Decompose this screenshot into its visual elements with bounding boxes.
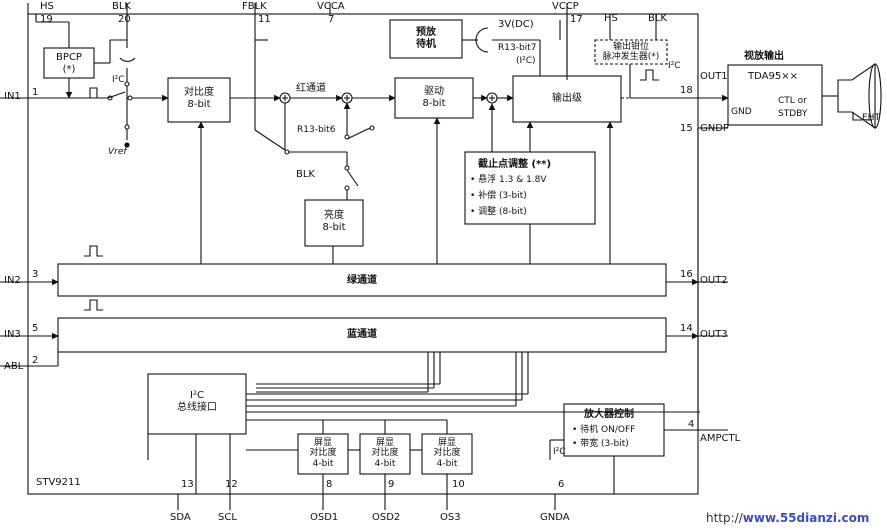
cutoff-item-2: • 补偿 (3-bit) xyxy=(470,191,527,201)
dc3v-label: 3V(DC) xyxy=(498,19,534,30)
pin-15-number: 15 xyxy=(680,123,693,134)
red-channel-label: 红通道 xyxy=(296,83,326,94)
clamp-label: 输出钳位脉冲发生器(*) xyxy=(602,42,660,63)
ctl-label: CTL or xyxy=(778,96,807,106)
pin-gndp-label: GNDP xyxy=(700,123,729,134)
pin-13-number: 13 xyxy=(181,479,194,490)
i2c-label-3: (I²C) xyxy=(516,56,536,66)
i2c-block xyxy=(147,373,247,435)
vref-label: Vref xyxy=(108,147,127,157)
standby-block xyxy=(389,19,463,59)
hs2-label: HS xyxy=(604,13,618,24)
i2c-label-1: I²C xyxy=(112,75,125,85)
r13-bit7-label: R13-bit7 xyxy=(498,43,537,53)
i2c-label-4: I²C xyxy=(553,447,566,457)
pin-19-number: 19 xyxy=(40,14,53,25)
tda-amplifier-block xyxy=(727,64,823,126)
brightness-block xyxy=(304,199,364,247)
pin-gnda-label: GNDA xyxy=(540,512,570,523)
pin-9-number: 9 xyxy=(388,479,395,490)
pin-scl-label: SCL xyxy=(218,512,237,523)
site-watermark: http://www.55dianzi.com xyxy=(706,511,870,525)
gnd-label: GND xyxy=(731,107,752,117)
pin-5-number: 5 xyxy=(32,323,39,334)
pin-fblk-label: FBLK xyxy=(242,1,267,12)
pin-11-number: 11 xyxy=(258,14,271,25)
pin-1-number: 1 xyxy=(32,87,39,98)
pin-17-number: 17 xyxy=(570,14,583,25)
pin-in2-label: IN2 xyxy=(4,275,21,286)
blk2-label: BLK xyxy=(648,13,667,24)
amp-control-item-1: • 待机 ON/OFF xyxy=(572,425,636,435)
pin-out1-label: OUT1 xyxy=(700,71,728,82)
cutoff-item-1: • 悬浮 1.3 & 1.8V xyxy=(470,175,547,185)
pin-18-number: 18 xyxy=(680,85,693,96)
pin-hs-label: HS xyxy=(40,1,54,12)
pin-3-number: 3 xyxy=(32,269,39,280)
pin-10-number: 10 xyxy=(452,479,465,490)
green-channel-label: 绿通道 xyxy=(347,275,377,286)
cutoff-item-3: • 调整 (8-bit) xyxy=(470,207,527,217)
eht-label: EHT xyxy=(862,113,880,123)
pin-ampctl-label: AMPCTL xyxy=(700,433,741,444)
pin-14-number: 14 xyxy=(680,323,693,334)
r13-bit6-label: R13-bit6 xyxy=(297,125,336,135)
pin-2-number: 2 xyxy=(32,355,39,366)
pin-in3-label: IN3 xyxy=(4,329,21,340)
blk-mid-label: BLK xyxy=(296,169,315,180)
pin-osd2-label: OSD2 xyxy=(372,512,401,523)
stdby-label: STDBY xyxy=(778,109,808,119)
pin-abl-label: ABL xyxy=(4,361,24,372)
output-stage-label: 输出级 xyxy=(552,93,582,104)
pin-vccp-label: VCCP xyxy=(552,1,579,12)
amp-control-title: 放大器控制 xyxy=(584,409,634,420)
tda-label: TDA95×× xyxy=(748,71,798,82)
pin-8-number: 8 xyxy=(326,479,333,490)
i2c-label-2: I²C xyxy=(668,61,681,71)
blue-channel-label: 蓝通道 xyxy=(347,329,377,340)
cutoff-title: 截止点调整 (**) xyxy=(478,159,552,170)
standby-label: 预放待机 xyxy=(416,27,436,50)
chip-name: STV9211 xyxy=(36,477,81,488)
pin-7-number: 7 xyxy=(328,14,335,25)
amp-control-item-2: • 带宽 (3-bit) xyxy=(572,439,629,449)
bpcp-label: BPCP(*) xyxy=(56,52,82,75)
pin-in1-label: IN1 xyxy=(4,91,21,102)
pin-blk-label: BLK xyxy=(112,1,131,12)
pin-vcca-label: VCCA xyxy=(317,1,345,12)
video-output-label: 视放输出 xyxy=(744,51,784,62)
pin-6-number: 6 xyxy=(558,479,565,490)
clamp-pulse-block xyxy=(594,39,668,65)
pin-sda-label: SDA xyxy=(170,512,191,523)
pin-12-number: 12 xyxy=(225,479,238,490)
pin-4-number: 4 xyxy=(688,419,695,430)
pin-osd3-label: OS3 xyxy=(440,512,461,523)
pin-20-number: 20 xyxy=(118,14,131,25)
pin-osd1-label: OSD1 xyxy=(310,512,339,523)
pin-16-number: 16 xyxy=(680,269,693,280)
pin-out2-label: OUT2 xyxy=(700,275,728,286)
pin-out3-label: OUT3 xyxy=(700,329,728,340)
